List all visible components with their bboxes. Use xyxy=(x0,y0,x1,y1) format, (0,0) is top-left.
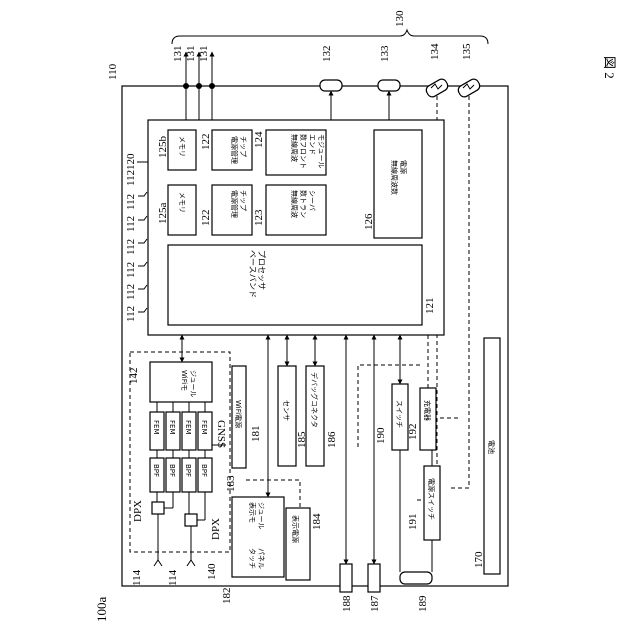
ref-140: 140 xyxy=(206,563,218,580)
port-189 xyxy=(400,572,432,584)
ref-192: 192 xyxy=(407,424,419,441)
wifi-power-label: WiFi電源 xyxy=(234,400,243,428)
ref-123: 123 xyxy=(253,209,265,226)
gnss-label: GNSS xyxy=(215,420,227,448)
ref-112e: 112 xyxy=(125,284,137,300)
bpf-3: BPF xyxy=(184,464,192,477)
ref-125b: 125b xyxy=(157,136,169,159)
ref-130: 130 xyxy=(394,10,406,27)
port-188 xyxy=(340,564,352,592)
port-187 xyxy=(368,564,380,592)
ref-182: 182 xyxy=(221,588,233,605)
touch-panel-label: タッチパネル xyxy=(248,548,265,569)
ref-135: 135 xyxy=(461,43,473,60)
ref-189: 189 xyxy=(417,595,429,612)
ref-112f: 112 xyxy=(125,306,137,322)
ref-125a: 125a xyxy=(157,203,169,225)
dpx-top-label: DPX xyxy=(132,500,144,522)
debug-connector-label: デバッグコネクタ xyxy=(310,372,319,428)
ref-112g: 112 xyxy=(125,170,137,186)
charger-label: 充電器 xyxy=(423,400,432,421)
ref-114b: 114 xyxy=(167,569,179,586)
ref-184: 184 xyxy=(311,513,323,530)
ref-124: 124 xyxy=(253,131,265,148)
ref-131a: 131 xyxy=(172,46,184,63)
ref-170: 170 xyxy=(473,551,485,568)
ref-190: 190 xyxy=(375,427,387,444)
bpf-1: BPF xyxy=(152,464,160,477)
ref-126: 126 xyxy=(363,213,375,230)
ref-120: 120 xyxy=(125,153,137,170)
ref-132: 132 xyxy=(321,46,333,63)
ref-112c: 112 xyxy=(125,239,137,255)
bpf-2: BPF xyxy=(168,464,176,477)
ref-142: 142 xyxy=(128,368,140,385)
ref-110: 110 xyxy=(107,63,119,80)
ref-183: 183 xyxy=(225,475,237,492)
ref-134: 134 xyxy=(429,43,441,60)
ref-131c: 131 xyxy=(198,46,210,63)
battery-170 xyxy=(484,338,500,574)
ref-122a: 122 xyxy=(200,210,212,227)
ref-181: 181 xyxy=(250,426,262,443)
fem-1: FEM xyxy=(152,420,160,435)
ref-112b: 112 xyxy=(125,216,137,232)
memory-125b-label: メモリ xyxy=(178,136,186,157)
fem-2: FEM xyxy=(168,420,176,435)
battery-label: 電池 xyxy=(487,440,496,454)
ref-186: 186 xyxy=(326,431,338,448)
switch-label: スイッチ xyxy=(395,400,403,428)
ref-188: 188 xyxy=(341,595,353,612)
device-ref-100a: 100a xyxy=(94,597,109,623)
connector-132 xyxy=(320,80,342,91)
ref-187: 187 xyxy=(369,595,381,612)
fem-4: FEM xyxy=(200,420,208,435)
ref-112d: 112 xyxy=(125,262,137,278)
dpx-box-2 xyxy=(185,514,197,526)
bpf-4: BPF xyxy=(200,464,208,477)
figure-title: 図 2 xyxy=(602,56,617,79)
connector-133 xyxy=(378,80,400,91)
baseband-121 xyxy=(168,245,422,325)
memory-125a-label: メモリ xyxy=(178,192,186,213)
antenna-group-bracket xyxy=(172,30,488,44)
ref-114a: 114 xyxy=(131,569,143,586)
ref-112a: 112 xyxy=(125,194,137,210)
power-switch-label: 電源スイッチ xyxy=(427,478,436,520)
ref-121: 121 xyxy=(424,298,436,315)
ref-191: 191 xyxy=(407,514,419,531)
ref-122b: 122 xyxy=(200,134,212,151)
dpx-box-1 xyxy=(152,502,164,514)
sensor-label: センサ xyxy=(282,400,290,421)
ref-133: 133 xyxy=(379,45,391,62)
dpx-bottom-label: DPX xyxy=(210,518,222,540)
fem-3: FEM xyxy=(184,420,192,435)
display-power-label: 表示電源 xyxy=(291,515,300,543)
ref-131b: 131 xyxy=(185,46,197,63)
